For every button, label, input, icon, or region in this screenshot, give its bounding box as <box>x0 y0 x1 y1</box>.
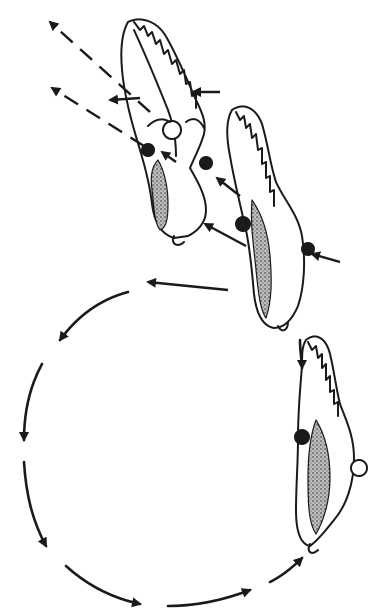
arrow-head-left <box>110 98 140 100</box>
larva-top-head-ring <box>163 121 181 139</box>
larva-bottom <box>296 336 367 552</box>
larva-top-gut <box>151 160 168 230</box>
larva-bottom-dot <box>294 429 310 445</box>
larva-bottom-ring <box>351 460 367 476</box>
circle-arc-7 <box>300 340 302 368</box>
circle-arc-6 <box>270 558 302 582</box>
arrow-to-circle <box>148 282 228 290</box>
larva-middle-spine <box>236 112 274 206</box>
circle-arc-1 <box>60 292 128 340</box>
larva-bottom-spine <box>308 342 338 416</box>
arrow-side-right <box>312 254 340 262</box>
circle-arc-3 <box>24 462 46 546</box>
larva-bottom-gut <box>308 420 330 534</box>
circular-path <box>24 292 302 606</box>
larva-top <box>121 19 206 244</box>
larva-bottom-tail <box>309 544 318 553</box>
circle-arc-2 <box>24 364 42 440</box>
larva-middle-dot-left <box>235 216 251 232</box>
circle-arc-4 <box>66 566 140 604</box>
larva-top-dot-right <box>199 156 213 170</box>
circle-arc-5 <box>168 590 250 606</box>
arrow-mid-1 <box>162 152 176 162</box>
short-arrows <box>110 92 340 290</box>
dashed-arrows <box>50 22 150 146</box>
